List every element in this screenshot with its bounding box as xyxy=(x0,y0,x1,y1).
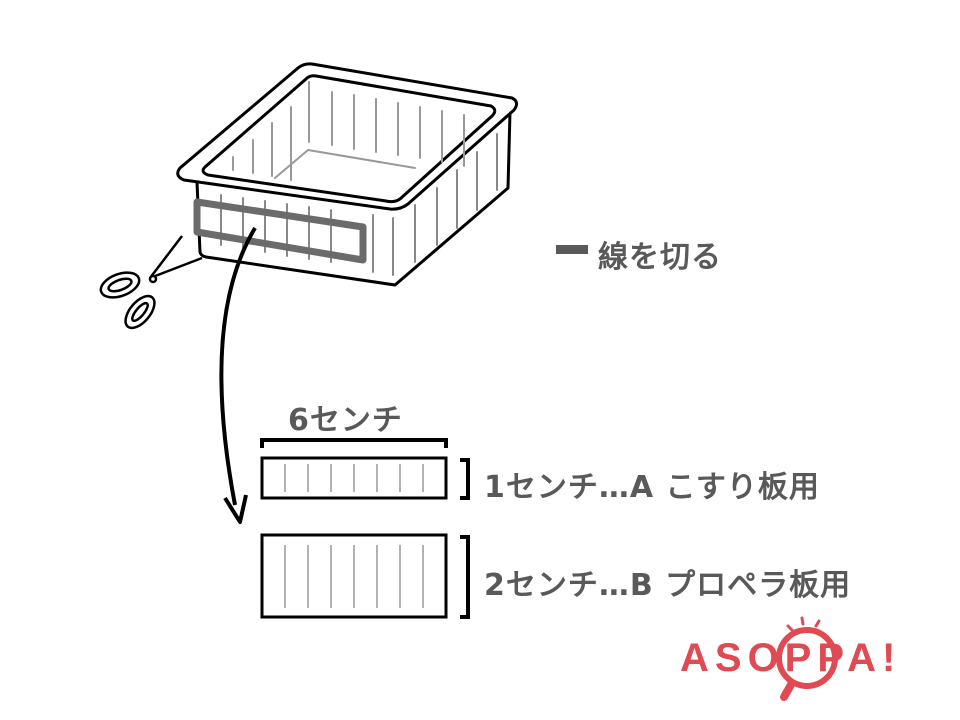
tray-illustration xyxy=(176,62,519,287)
strip-a-label: 1センチ…A こすり板用 xyxy=(484,470,820,505)
strip-b xyxy=(260,533,470,619)
logo: ASOPPA! xyxy=(680,636,902,680)
dimension-bracket xyxy=(260,438,448,448)
cut-line-label: 線を切る xyxy=(598,240,722,275)
scissors-icon xyxy=(99,235,203,330)
arrow xyxy=(219,226,257,506)
cut-line xyxy=(193,198,367,264)
strip-b-label: 2センチ…B プロペラ板用 xyxy=(484,568,852,603)
strip-a xyxy=(260,456,470,500)
arrow-head-icon xyxy=(223,494,248,524)
logo-magnifier-icon xyxy=(776,616,838,701)
legend-swatch xyxy=(556,245,588,254)
width-label: 6センチ xyxy=(288,403,403,438)
